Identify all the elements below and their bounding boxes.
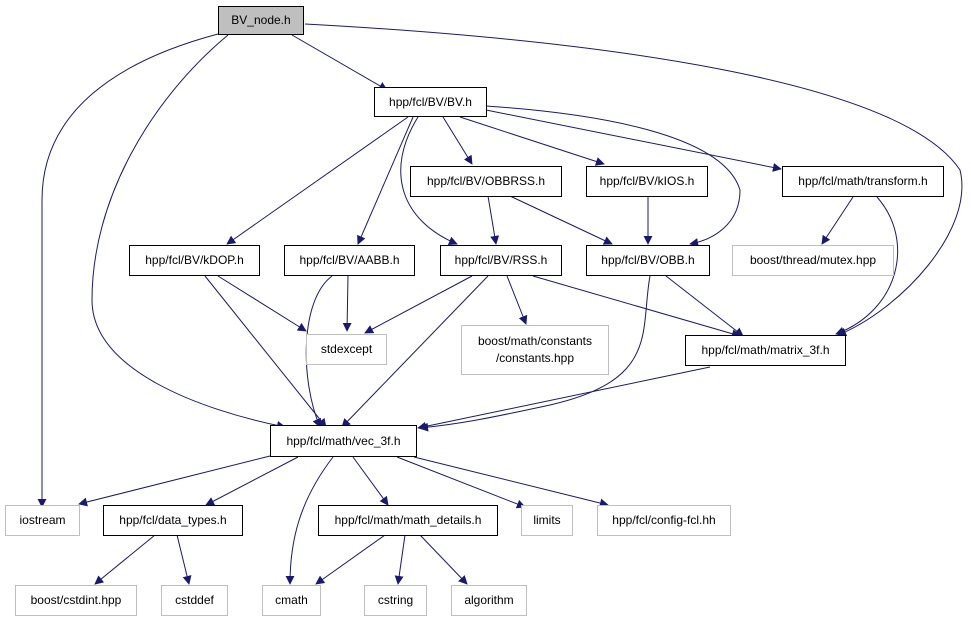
edge-bv-aabb: [357, 116, 414, 245]
node-math-details-h[interactable]: hpp/fcl/math/math_details.h: [318, 505, 498, 536]
node-iostream: iostream: [5, 505, 80, 536]
edge-transform-mutex: [821, 196, 854, 245]
node-obb-h[interactable]: hpp/fcl/BV/OBB.h: [586, 245, 710, 276]
node-aabb-h[interactable]: hpp/fcl/BV/AABB.h: [284, 245, 415, 276]
edge-vec3f-mathdetails: [352, 456, 389, 506]
node-cstring: cstring: [364, 585, 427, 616]
constants-line-1: boost/math/constants: [477, 334, 593, 348]
node-kdop-h[interactable]: hpp/fcl/BV/kDOP.h: [129, 245, 260, 276]
edge-vec3f-iostream: [78, 455, 271, 507]
edge-kdop-vec3f: [204, 275, 327, 428]
node-cstdint-hpp: boost/cstdint.hpp: [15, 585, 137, 616]
node-limits: limits: [521, 505, 573, 536]
edge-transform-matrix3f: [835, 196, 898, 336]
edge-rss-constants: [506, 275, 528, 325]
edge-bv-kdop: [226, 116, 409, 245]
edge-obbrss-rss: [487, 195, 500, 245]
edge-bvnode-iostream: [37, 33, 219, 508]
node-constants-hpp: boost/math/constants /constants.hpp: [461, 325, 609, 375]
edge-bv-obb: [485, 105, 741, 247]
node-matrix-3f-h[interactable]: hpp/fcl/math/matrix_3f.h: [685, 335, 846, 366]
node-rss-h[interactable]: hpp/fcl/BV/RSS.h: [440, 245, 562, 276]
edge-mathdetails-algorithm: [419, 534, 468, 585]
node-kios-h[interactable]: hpp/fcl/BV/kIOS.h: [586, 166, 708, 197]
edge-rss-vec3f: [341, 275, 489, 428]
edge-vec3f-configfcl: [413, 456, 609, 508]
edge-vec3f-limits: [396, 456, 526, 509]
node-bv-h[interactable]: hpp/fcl/BV/BV.h: [374, 87, 487, 117]
node-cmath: cmath: [262, 585, 321, 616]
constants-line-2: /constants.hpp: [495, 351, 575, 365]
edge-obbrss-obb: [509, 195, 613, 245]
node-vec-3f-h[interactable]: hpp/fcl/math/vec_3f.h: [270, 425, 417, 457]
edge-datatypes-cstdint: [94, 534, 156, 585]
edge-mathdetails-cmath: [315, 534, 386, 585]
node-cstddef: cstddef: [161, 585, 228, 616]
edge-vec3f-datatypes: [205, 456, 299, 506]
edge-aabb-stdexcept: [342, 275, 352, 332]
edge-vec3f-cmath: [285, 456, 334, 585]
node-data-types-h[interactable]: hpp/fcl/data_types.h: [103, 505, 243, 536]
edge-obb-matrix3f: [665, 275, 744, 337]
edge-datatypes-cstddef: [176, 534, 192, 585]
edge-bv-rss: [400, 116, 458, 245]
node-algorithm: algorithm: [451, 585, 527, 616]
edge-bvnode-bv: [291, 34, 388, 91]
node-obbrss-h[interactable]: hpp/fcl/BV/OBBRSS.h: [410, 166, 562, 197]
edge-mathdetails-cstring: [394, 534, 406, 585]
node-transform-h[interactable]: hpp/fcl/math/transform.h: [782, 166, 944, 197]
edge-bv-obbrss: [442, 116, 473, 165]
edge-rss-matrix3f: [532, 275, 741, 339]
node-config-fcl-hh: hpp/fcl/config-fcl.hh: [597, 505, 731, 536]
node-stdexcept: stdexcept: [306, 334, 387, 365]
edge-bvnode-vec3f: [91, 34, 286, 430]
edge-kdop-stdexcept: [217, 275, 307, 332]
node-mutex-hpp: boost/thread/mutex.hpp: [732, 245, 894, 276]
node-bv-node-h: BV_node.h: [218, 6, 304, 35]
edge-bv-transform: [485, 109, 782, 172]
edge-matrix3f-vec3f: [417, 366, 711, 431]
edge-bv-kios: [459, 116, 605, 166]
edge-bvnode-matrix3f: [304, 23, 963, 337]
edge-rss-stdexcept: [364, 275, 473, 334]
edge-obb-vec3f: [419, 275, 651, 432]
